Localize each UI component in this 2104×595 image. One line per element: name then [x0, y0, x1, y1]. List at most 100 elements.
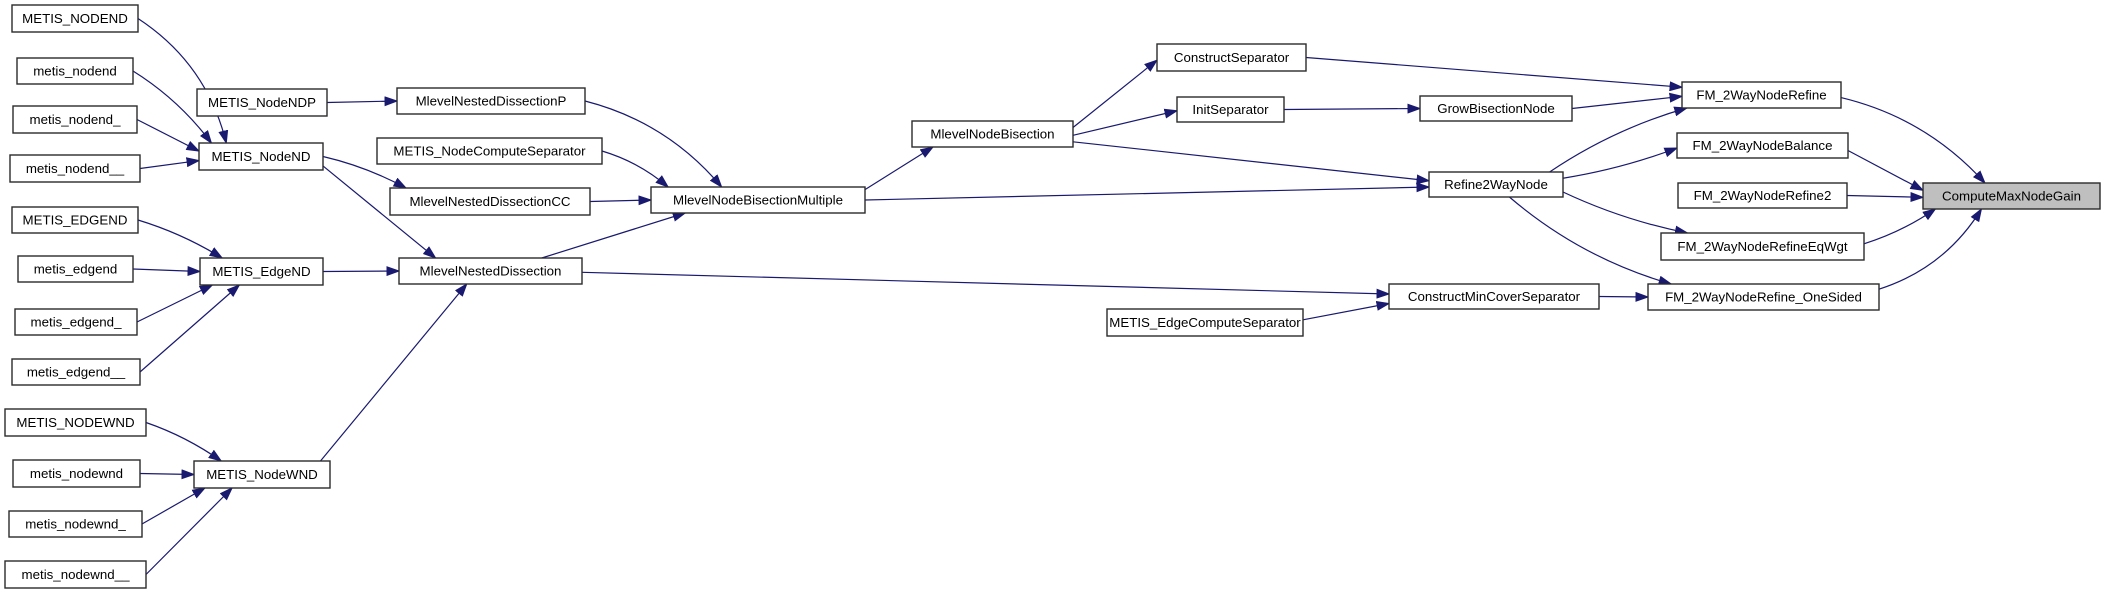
- edge-MlevelNestedDissection--MlevelNodeBisectionMultiple: [541, 211, 687, 259]
- node-label: metis_nodewnd: [30, 466, 123, 481]
- node-metis-edgend--[interactable]: metis_edgend__: [11, 358, 141, 386]
- node-label: ComputeMaxNodeGain: [1942, 189, 2081, 204]
- node-label: ConstructMinCoverSeparator: [1408, 289, 1581, 304]
- node-METIS-NodeNDP[interactable]: METIS_NodeNDP: [196, 88, 328, 117]
- node-metis-nodend-[interactable]: metis_nodend_: [12, 105, 138, 134]
- edge-METIS-EdgeComputeSeparator--ConstructMinCoverSeparator: [1302, 300, 1391, 321]
- node-metis-nodewnd[interactable]: metis_nodewnd: [12, 459, 141, 488]
- node-label: METIS_EdgeND: [212, 264, 310, 279]
- node-label: METIS_NODEND: [22, 11, 128, 26]
- node-MlevelNodeBisection[interactable]: MlevelNodeBisection: [911, 120, 1074, 148]
- node-ComputeMaxNodeGain: ComputeMaxNodeGain: [1922, 182, 2101, 210]
- node-box: [11, 206, 139, 234]
- node-label: MlevelNodeBisectionMultiple: [673, 193, 843, 208]
- edge-MlevelNodeBisection--InitSeparator: [1072, 108, 1179, 136]
- node-MlevelNestedDissectionP[interactable]: MlevelNestedDissectionP: [396, 87, 586, 115]
- node-MlevelNestedDissection[interactable]: MlevelNestedDissection: [398, 257, 583, 285]
- node-box: [1156, 43, 1307, 72]
- node-METIS-EDGEND[interactable]: METIS_EDGEND: [11, 206, 139, 234]
- node-label: FM_2WayNodeBalance: [1693, 138, 1833, 153]
- node-metis-nodewnd--[interactable]: metis_nodewnd__: [4, 560, 147, 589]
- node-label: MlevelNestedDissectionP: [416, 94, 567, 109]
- node-metis-edgend-[interactable]: metis_edgend_: [14, 308, 138, 336]
- edge-METIS-EdgeND--MlevelNestedDissection: [322, 266, 401, 277]
- edge-MlevelNestedDissection--ConstructMinCoverSeparator: [581, 271, 1391, 299]
- node-label: METIS_NODEWND: [16, 415, 134, 430]
- node-box: [1922, 182, 2101, 210]
- node-box: [196, 88, 328, 117]
- node-label: METIS_EDGEND: [23, 213, 128, 228]
- node-box: [398, 257, 583, 285]
- node-box: [911, 120, 1074, 148]
- node-label: MlevelNodeBisection: [930, 127, 1054, 142]
- edge-FM-2WayNodeRefine-OneSided--ComputeMaxNodeGain: [1878, 207, 1983, 290]
- node-label: metis_edgend__: [27, 365, 126, 380]
- node-box: [1676, 132, 1849, 159]
- node-box: [198, 142, 324, 171]
- node-box: [396, 87, 586, 115]
- edge-MlevelNodeBisection--ConstructSeparator: [1072, 59, 1159, 128]
- node-InitSeparator[interactable]: InitSeparator: [1176, 96, 1285, 123]
- edge-FM-2WayNodeRefine2--ComputeMaxNodeGain: [1846, 192, 1925, 203]
- edge-MlevelNestedDissectionP--MlevelNodeBisectionMultiple: [584, 100, 723, 189]
- node-METIS-EdgeComputeSeparator[interactable]: METIS_EdgeComputeSeparator: [1106, 308, 1304, 337]
- node-label: MlevelNestedDissectionCC: [409, 194, 570, 209]
- node-label: metis_nodewnd__: [22, 567, 131, 582]
- node-box: [1660, 232, 1865, 261]
- node-box: [12, 105, 138, 134]
- edge-InitSeparator--GrowBisectionNode: [1283, 103, 1422, 114]
- node-ConstructMinCoverSeparator[interactable]: ConstructMinCoverSeparator: [1388, 283, 1600, 310]
- edge-metis-nodewnd---METIS-NodeWND: [141, 487, 207, 525]
- edge-metis-edgend--METIS-EdgeND: [132, 266, 202, 277]
- node-metis-nodend[interactable]: metis_nodend: [16, 57, 134, 85]
- node-box: [1677, 182, 1848, 209]
- node-FM-2WayNodeRefine2[interactable]: FM_2WayNodeRefine2: [1677, 182, 1848, 209]
- node-FM-2WayNodeRefineEqWgt[interactable]: FM_2WayNodeRefineEqWgt: [1660, 232, 1865, 261]
- node-box: [193, 460, 331, 489]
- node-label: InitSeparator: [1192, 102, 1269, 117]
- node-Refine2WayNode[interactable]: Refine2WayNode: [1428, 171, 1564, 198]
- node-box: [11, 4, 139, 33]
- edge-METIS-NodeND--MlevelNestedDissection: [322, 165, 437, 259]
- node-metis-nodend--[interactable]: metis_nodend__: [9, 154, 141, 183]
- node-box: [1681, 81, 1842, 109]
- edge-metis-nodend---METIS-NodeND: [136, 118, 201, 152]
- node-box: [4, 560, 147, 589]
- node-box: [1106, 308, 1304, 337]
- node-ConstructSeparator[interactable]: ConstructSeparator: [1156, 43, 1307, 72]
- node-FM-2WayNodeRefine-OneSided[interactable]: FM_2WayNodeRefine_OneSided: [1647, 283, 1880, 311]
- node-METIS-EdgeND[interactable]: METIS_EdgeND: [199, 257, 324, 286]
- edge-MlevelNestedDissectionCC--MlevelNodeBisectionMultiple: [589, 195, 653, 206]
- node-box: [11, 358, 141, 386]
- node-box: [376, 137, 603, 165]
- edge-METIS-NodeNDP--MlevelNestedDissectionP: [326, 96, 399, 107]
- node-metis-edgend[interactable]: metis_edgend: [17, 255, 134, 283]
- node-FM-2WayNodeRefine[interactable]: FM_2WayNodeRefine: [1681, 81, 1842, 109]
- node-METIS-NodeWND[interactable]: METIS_NodeWND: [193, 460, 331, 489]
- node-label: FM_2WayNodeRefine_OneSided: [1665, 290, 1862, 305]
- node-METIS-NODEND[interactable]: METIS_NODEND: [11, 4, 139, 33]
- node-box: [4, 408, 147, 437]
- node-label: FM_2WayNodeRefine: [1696, 88, 1826, 103]
- node-MlevelNestedDissectionCC[interactable]: MlevelNestedDissectionCC: [389, 187, 591, 216]
- node-label: metis_edgend: [34, 262, 118, 277]
- node-METIS-NodeComputeSeparator[interactable]: METIS_NodeComputeSeparator: [376, 137, 603, 165]
- node-GrowBisectionNode[interactable]: GrowBisectionNode: [1419, 95, 1573, 122]
- node-MlevelNodeBisectionMultiple[interactable]: MlevelNodeBisectionMultiple: [650, 186, 866, 214]
- edge-ConstructSeparator--FM-2WayNodeRefine: [1305, 56, 1684, 92]
- edge-metis-nodend--METIS-NodeND: [132, 70, 213, 145]
- node-METIS-NODEWND[interactable]: METIS_NODEWND: [4, 408, 147, 437]
- node-box: [1176, 96, 1285, 123]
- node-box: [199, 257, 324, 286]
- edge-FM-2WayNodeRefine--ComputeMaxNodeGain: [1840, 97, 1986, 185]
- edge-MlevelNodeBisectionMultiple--MlevelNodeBisection: [864, 146, 935, 191]
- node-label: METIS_NodeComputeSeparator: [393, 144, 586, 159]
- node-FM-2WayNodeBalance[interactable]: FM_2WayNodeBalance: [1676, 132, 1849, 159]
- node-box: [12, 459, 141, 488]
- node-metis-nodewnd-[interactable]: metis_nodewnd_: [8, 510, 143, 538]
- node-METIS-NodeND[interactable]: METIS_NodeND: [198, 142, 324, 171]
- edge-FM-2WayNodeRefineEqWgt--ComputeMaxNodeGain: [1863, 208, 1937, 245]
- edge-METIS-NodeComputeSeparator--MlevelNodeBisectionMultiple: [601, 150, 670, 188]
- node-box: [8, 510, 143, 538]
